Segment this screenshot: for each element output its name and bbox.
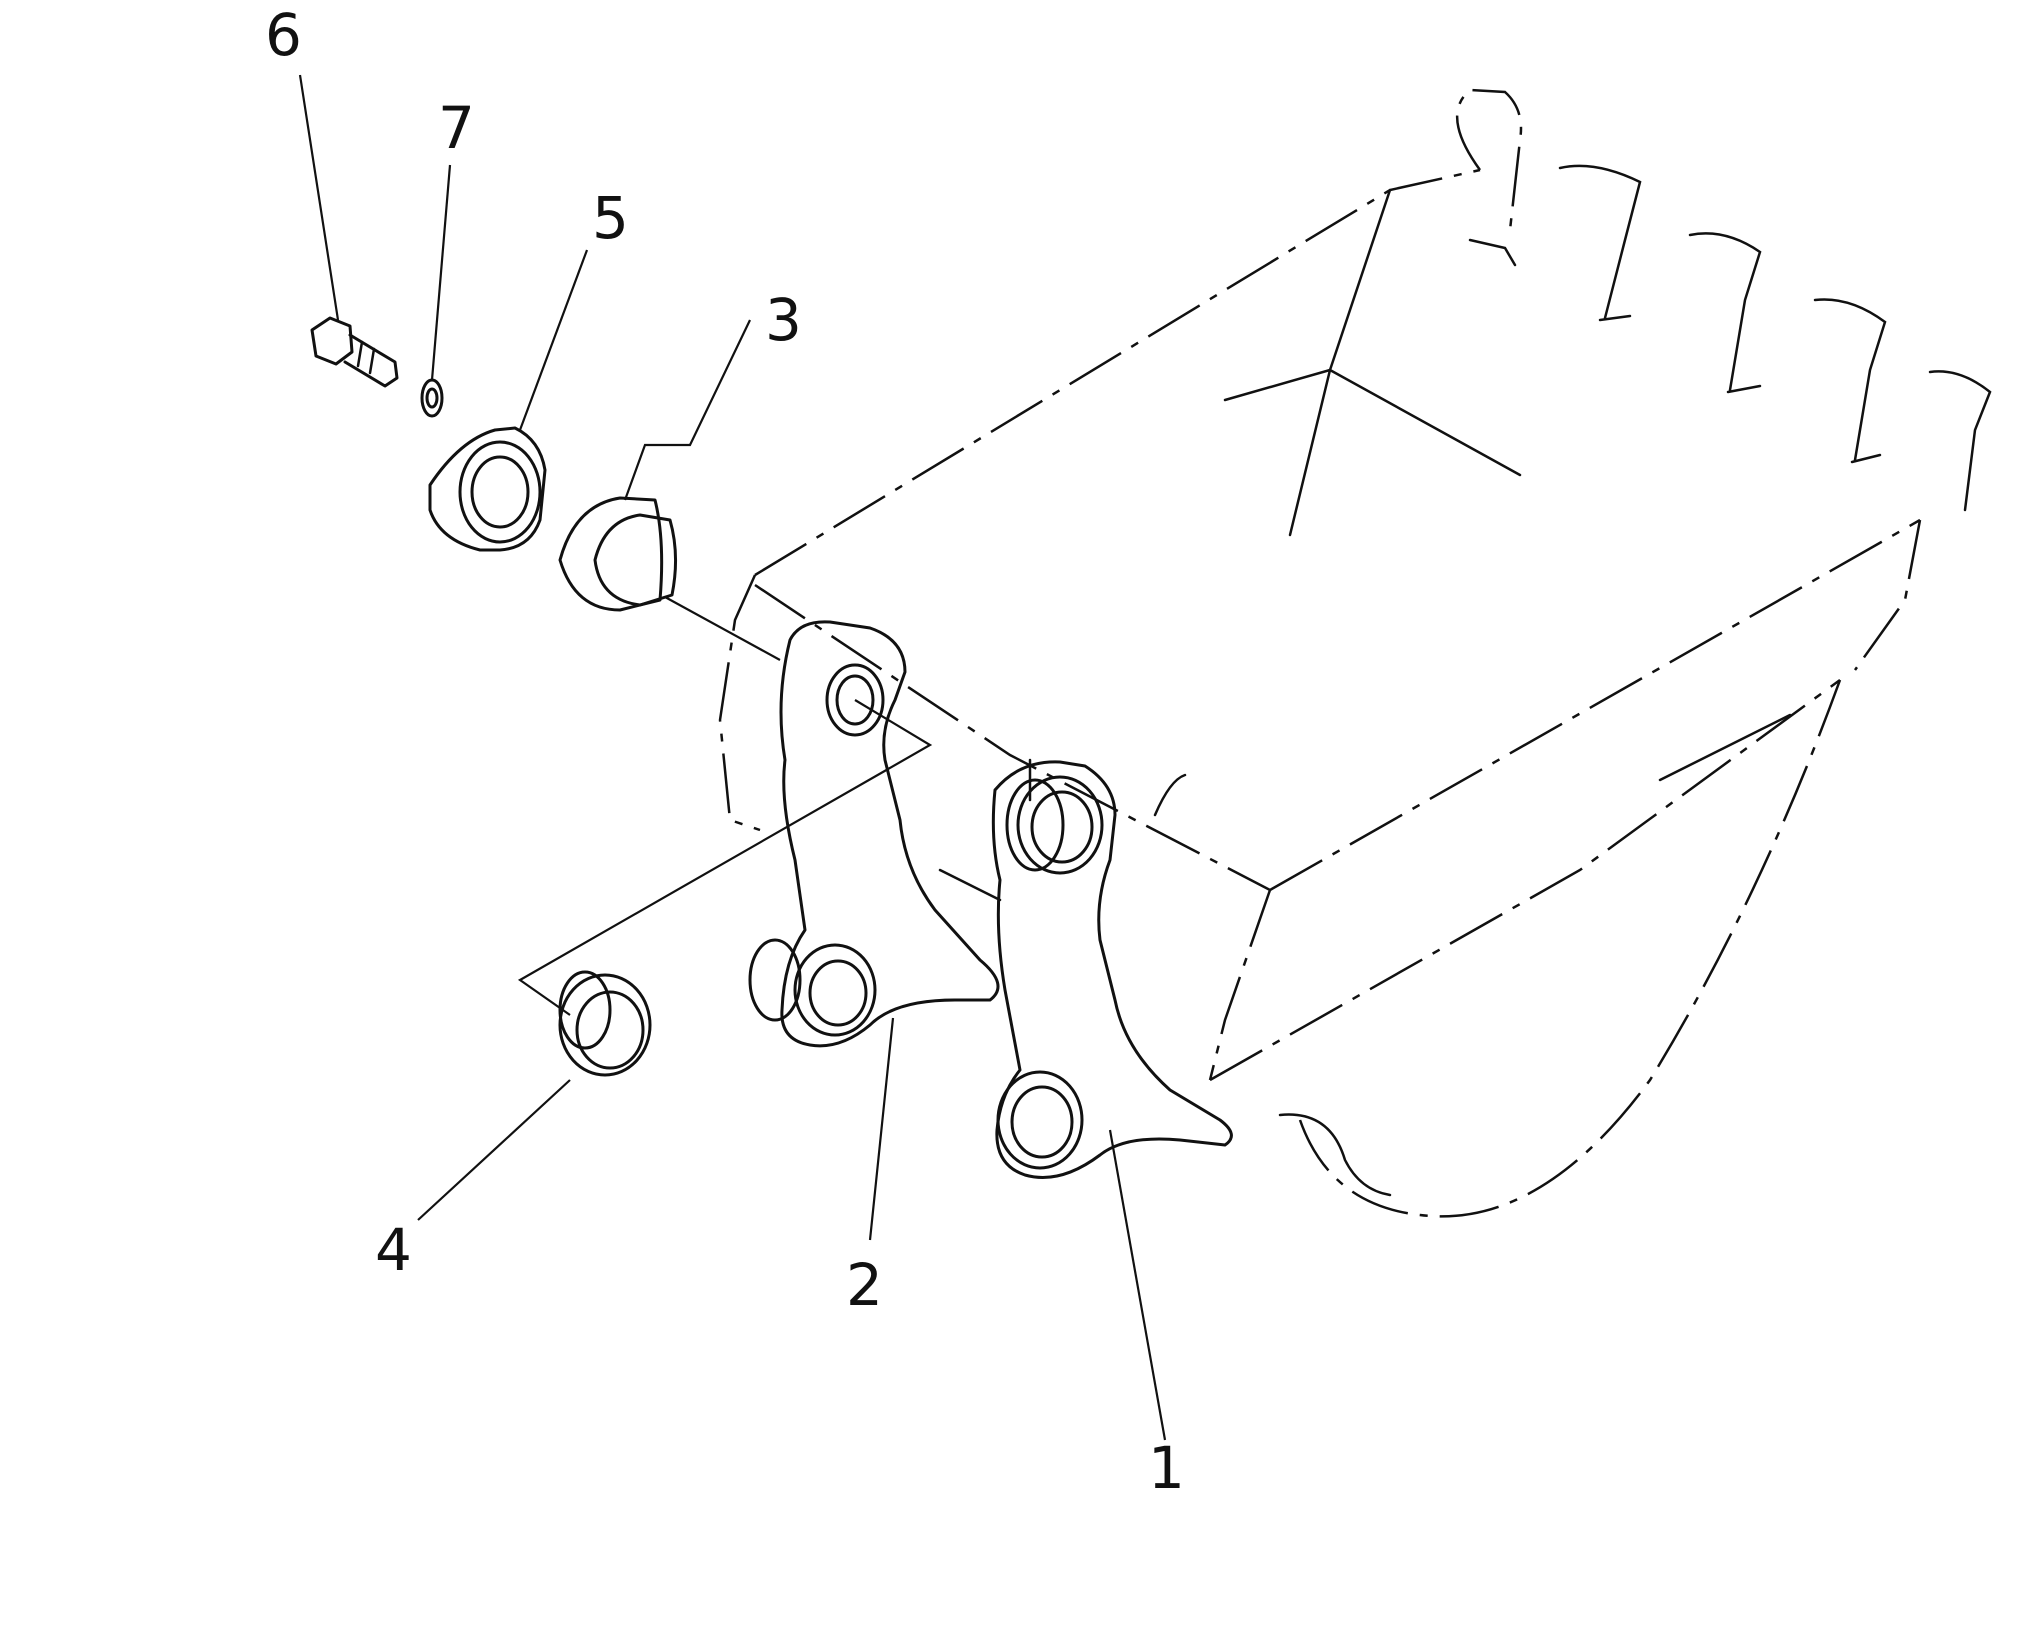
leader-lines [298, 74, 1167, 1441]
part-3-shims [558, 496, 781, 661]
part-7-washer [420, 378, 444, 418]
callout-6: 6 [265, 1, 302, 69]
part-1-lug-plate [991, 760, 1233, 1179]
callout-1: 1 [1148, 1434, 1185, 1502]
callout-labels: 1 2 3 4 5 6 7 [265, 1, 1185, 1502]
part-4-bushing [517, 699, 933, 1077]
callout-7: 7 [438, 94, 475, 162]
callout-2: 2 [846, 1251, 883, 1319]
bucket-body [718, 88, 1992, 1218]
callout-4: 4 [375, 1216, 412, 1284]
callout-3: 3 [765, 286, 802, 354]
part-6-bolt [310, 316, 399, 388]
part-5-collar [428, 426, 547, 552]
part-2-lug-plate [748, 620, 1000, 1048]
callout-5: 5 [592, 184, 629, 252]
